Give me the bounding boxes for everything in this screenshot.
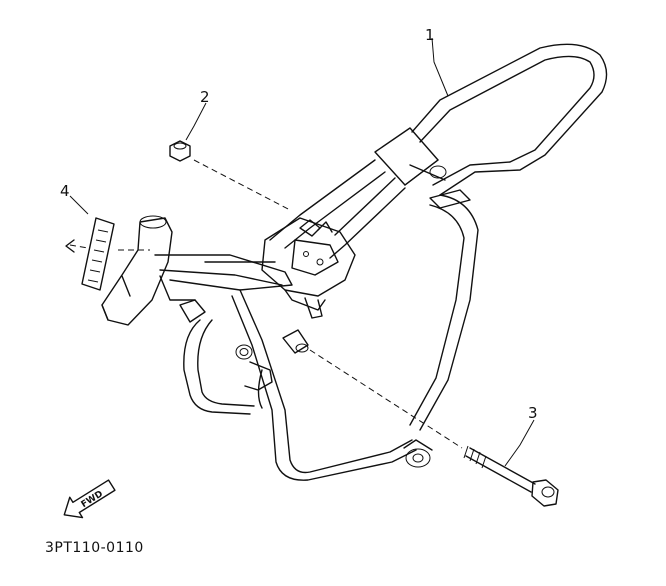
diagram-code: 3PT110-0110 (45, 540, 144, 556)
nut-part-2 (169, 140, 291, 211)
label-part-4 (65, 217, 150, 291)
callout-3-label: 3 (528, 404, 538, 422)
callout-4: 4 (60, 182, 89, 215)
callout-1: 1 (425, 26, 449, 97)
callout-3: 3 (504, 404, 538, 467)
callout-4-label: 4 (60, 182, 70, 200)
fwd-label: FWD (80, 489, 105, 510)
callout-2: 2 (185, 88, 210, 141)
callout-2-label: 2 (200, 88, 210, 106)
frame-part-1 (101, 43, 608, 481)
fwd-arrow: FWD (63, 479, 116, 519)
bolt-part-3 (309, 349, 559, 507)
callout-1-label: 1 (425, 26, 435, 44)
